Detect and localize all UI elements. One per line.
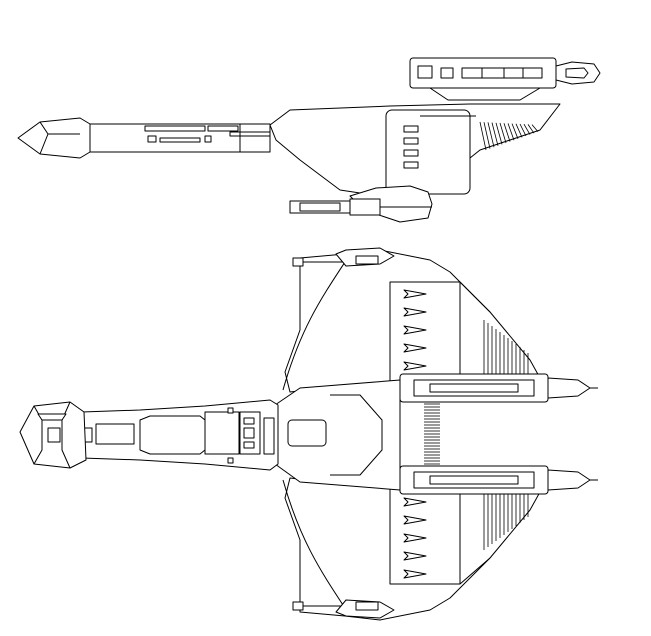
side-hatch-line bbox=[527, 124, 535, 134]
side-hull bbox=[269, 103, 561, 197]
top-wingtip-gun-lower bbox=[292, 599, 395, 619]
top-view bbox=[19, 247, 598, 621]
side-hatch-line bbox=[499, 122, 507, 144]
side-view bbox=[17, 57, 601, 223]
top-nacelle-lower bbox=[399, 465, 598, 495]
wing-chevron bbox=[403, 325, 427, 335]
top-nacelle-upper bbox=[399, 373, 598, 403]
side-lower-pod bbox=[289, 185, 433, 223]
wing-chevron bbox=[403, 307, 427, 317]
side-hatch-line bbox=[511, 123, 519, 139]
top-central-hull bbox=[274, 379, 401, 491]
side-hatch-line bbox=[507, 123, 515, 141]
wing-chevron bbox=[403, 361, 427, 371]
top-wing-markings bbox=[403, 289, 427, 579]
side-hatching bbox=[479, 121, 539, 151]
side-nacelle bbox=[409, 57, 601, 101]
side-hatch-line bbox=[515, 123, 523, 138]
side-hatch-line bbox=[483, 122, 491, 149]
top-wingtip-gun-upper bbox=[292, 247, 395, 267]
top-command-pod bbox=[19, 401, 87, 469]
side-neck bbox=[17, 117, 271, 159]
top-wing-hatching bbox=[483, 320, 529, 550]
side-hatch-line bbox=[503, 123, 511, 142]
side-hatch-line bbox=[487, 122, 495, 148]
wing-chevron bbox=[403, 497, 427, 507]
side-hatch-line bbox=[519, 123, 527, 137]
wing-chevron bbox=[403, 289, 427, 299]
side-hatch-line bbox=[495, 122, 503, 145]
wing-chevron bbox=[403, 515, 427, 525]
wing-chevron bbox=[403, 569, 427, 579]
wing-chevron bbox=[403, 343, 427, 353]
top-wing-lower bbox=[282, 477, 541, 621]
top-wing-upper bbox=[282, 249, 541, 393]
side-hatch-line bbox=[479, 121, 487, 151]
side-hatch-line bbox=[491, 122, 499, 146]
wing-chevron bbox=[403, 551, 427, 561]
side-hatch-line bbox=[531, 124, 539, 133]
top-neck bbox=[81, 399, 279, 471]
top-grating bbox=[424, 403, 440, 465]
side-hatch-line bbox=[523, 124, 531, 135]
wing-chevron bbox=[403, 533, 427, 543]
